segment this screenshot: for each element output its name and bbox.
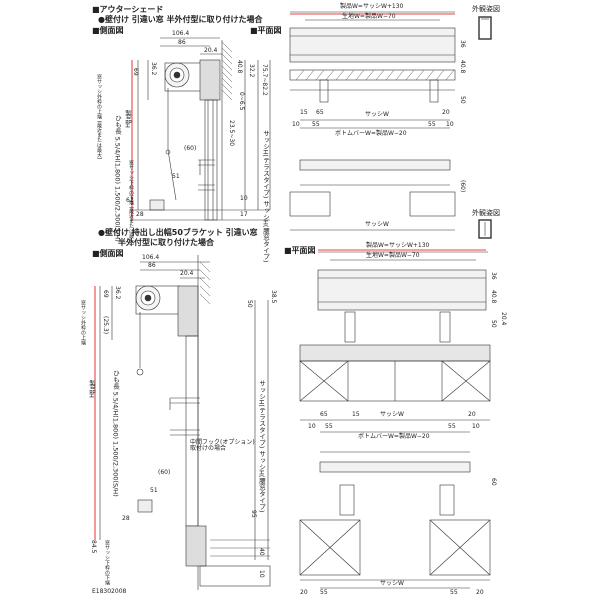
exterior-view-label-1: 外観姿図 — [472, 5, 500, 13]
dim-60: (60) — [184, 145, 197, 152]
plan-d50: 50 — [459, 96, 466, 104]
b-plan-d10: 10 — [308, 423, 316, 430]
dim-32: 32.2 — [248, 64, 255, 78]
plan-kiji-w: 生地W=製品W−70 — [342, 13, 396, 20]
b-plan-sash-w-2: サッシW — [380, 580, 404, 587]
b-plan-d204: 20.4 — [500, 312, 507, 326]
plan-d15: 15 — [300, 109, 308, 116]
plan-d60: (60) — [459, 180, 466, 193]
middle-hook-note: 中間フック(オプション) 取付けの場合 — [190, 439, 255, 452]
plan-d36: 36 — [459, 40, 466, 48]
b-dim-36: 36.2 — [114, 286, 121, 300]
b-dim-106: 106.4 — [142, 254, 160, 261]
dim-62: 62 — [126, 197, 134, 204]
b-dim-86: 86 — [148, 262, 156, 269]
dim-51: 51 — [172, 173, 180, 180]
plan-bottom-w: ボトムバーW=製品W−20 — [335, 130, 407, 137]
b-note-window-top: 窓サッシ外枠の上端 — [80, 300, 86, 345]
b-dim-69: 69 — [102, 290, 109, 298]
b-plan-d408: 40.8 — [490, 290, 497, 304]
side-view-label-2: ■側面図 — [92, 249, 124, 258]
sash-h-label: サッシH(テラスタイプ) サッシH(腰窓タイプ) — [261, 130, 270, 263]
b-dim-40: 40 — [258, 548, 265, 556]
b-plan-d60: 60 — [490, 478, 497, 486]
b-plan-seihin-w: 製品W=サッシW+130 — [366, 242, 430, 249]
dim-10: 10 — [240, 195, 248, 202]
section-title: ■アウターシェード — [92, 5, 164, 14]
plan-view-label-2: ■平面図 — [284, 246, 316, 255]
dim-28: 28 — [136, 211, 144, 218]
plan-d408: 40.8 — [459, 60, 466, 74]
dim-408: 40.8 — [236, 60, 243, 74]
dim-86: 86 — [178, 39, 186, 46]
plan-sash-w: サッシW — [365, 111, 389, 118]
b-plan-d20: 20 — [468, 411, 476, 418]
plan-d55: 55 — [312, 121, 320, 128]
plan-d55b: 55 — [428, 121, 436, 128]
b-plan-sash-w: サッシW — [380, 411, 404, 418]
dim-23-30: 23.5~30 — [228, 120, 235, 147]
b-plan-d15: 15 — [352, 411, 360, 418]
exterior-view-label-2: 外観姿図 — [472, 209, 500, 217]
b-cord-length: ひも長 5.5/4/H(1,800) 1,500/2,300(S/H) — [111, 370, 120, 497]
plan-view-label-1: ■平面図 — [250, 26, 282, 35]
b-dim-50: 50 — [246, 300, 253, 308]
b-dim-385: 38.5 — [270, 290, 277, 304]
section1-subtitle: ●壁付け 引違い窓 半外付型に取り付けた場合 — [98, 15, 263, 24]
section2-subtitle-1: ●壁付け 持出し出幅50ブラケット 引違い窓 — [98, 228, 258, 237]
side-view-label-1: ■側面図 — [92, 26, 124, 35]
dim-0-65: 0~6.5 — [238, 92, 245, 111]
dim-36: 36.2 — [150, 62, 157, 76]
b-plan-d55b: 55 — [448, 423, 456, 430]
b-dim-845: 84.5 — [90, 540, 97, 554]
b-plan-kiji-w: 生地W=製品W−70 — [366, 252, 420, 259]
dim-17: 17 — [240, 211, 248, 218]
dim-69: 69 — [132, 68, 139, 76]
b-plan-d36: 36 — [490, 272, 497, 280]
plan-seihin-w: 製品W=サッシW+130 — [340, 3, 404, 10]
b-plan-d55-right: 55 — [450, 589, 458, 596]
plan-sash-w-2: サッシW — [365, 221, 389, 228]
plan-d10: 10 — [292, 121, 300, 128]
b-plan-d50: 50 — [490, 320, 497, 328]
b-dim-20: 20.4 — [180, 270, 194, 277]
note-window-top: 窓サッシ外枠の上端 (最近または最大) — [96, 74, 102, 160]
b-plan-d65: 65 — [320, 411, 328, 418]
b-dim-60: (60) — [158, 469, 171, 476]
b-dim-10: 10 — [258, 570, 265, 578]
b-note-window-bottom: 窓サッシ下枠の下端 — [104, 540, 110, 585]
note-window-bottom: 窓サッシ下枠の下端 (最近または最大) — [128, 160, 134, 246]
b-plan-d10b: 10 — [472, 423, 480, 430]
seihin-h-label: 製品H — [123, 110, 132, 128]
b-dim-51: 51 — [150, 487, 158, 494]
b-dim-95: 95 — [250, 510, 257, 518]
cord-length-label: ひも長 5.5/4/H(1,800) 1,500/2,300(S/H) — [113, 115, 122, 242]
b-plan-d20-right: 20 — [476, 589, 484, 596]
b-plan-d55-left: 55 — [320, 589, 328, 596]
dim-75: 75.7~82.2 — [261, 64, 268, 96]
plan-d65: 65 — [316, 109, 324, 116]
footer-code: E18302008 — [92, 588, 127, 595]
dim-20: 20.4 — [204, 47, 218, 54]
b-plan-d55: 55 — [325, 423, 333, 430]
dim-106: 106.4 — [172, 30, 190, 37]
plan-d10b: 10 — [446, 121, 454, 128]
b-plan-bottom-w: ボトムバーW=製品W−20 — [358, 433, 430, 440]
b-plan-d20-left: 20 — [300, 589, 308, 596]
b-seihin-h: 製品H — [87, 380, 96, 398]
b-sash-h: サッシH(テラスタイプ) サッシH(腰窓タイプ) — [257, 380, 266, 513]
plan-d20: 20 — [442, 109, 450, 116]
b-dim-253: (25.3) — [102, 316, 109, 335]
b-dim-28: 28 — [122, 515, 130, 522]
section2-subtitle-2: 半外付型に取り付けた場合 — [118, 238, 214, 247]
